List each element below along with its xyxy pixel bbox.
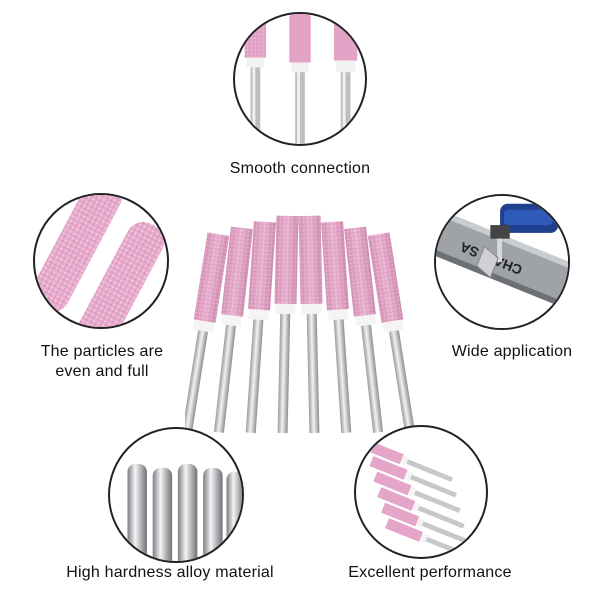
detail-circle-performance	[354, 425, 488, 559]
performance-stone	[381, 502, 469, 545]
performance-stone	[365, 440, 454, 482]
grinding-stone	[274, 215, 299, 434]
product-stone-set	[185, 205, 415, 435]
caption-excellent-performance: Excellent performance	[348, 564, 512, 581]
detail-circle-connection	[233, 12, 367, 146]
grinding-stone	[185, 232, 230, 433]
caption-particles: The particles are even and full	[10, 342, 194, 382]
caption-particles-line2: even and full	[55, 363, 149, 380]
grinding-stone	[245, 221, 276, 434]
caption-alloy-material: High hardness alloy material	[66, 564, 274, 581]
grinding-stone	[213, 226, 253, 433]
grinding-stone	[344, 226, 384, 433]
performance-stone	[373, 471, 461, 513]
caption-particles-line1: The particles are	[40, 343, 164, 360]
caption-wide-application: Wide application	[451, 343, 573, 360]
caption-smooth-connection: Smooth connection	[229, 160, 371, 177]
grinding-stone	[321, 221, 352, 434]
detail-circle-application: CHAIN SA	[434, 194, 570, 330]
performance-stone	[369, 456, 457, 498]
performance-stone	[377, 487, 465, 529]
grinding-stone	[367, 232, 415, 433]
detail-circle-particles	[33, 193, 169, 329]
detail-circle-alloy	[108, 427, 244, 563]
grinding-stone	[298, 215, 323, 434]
